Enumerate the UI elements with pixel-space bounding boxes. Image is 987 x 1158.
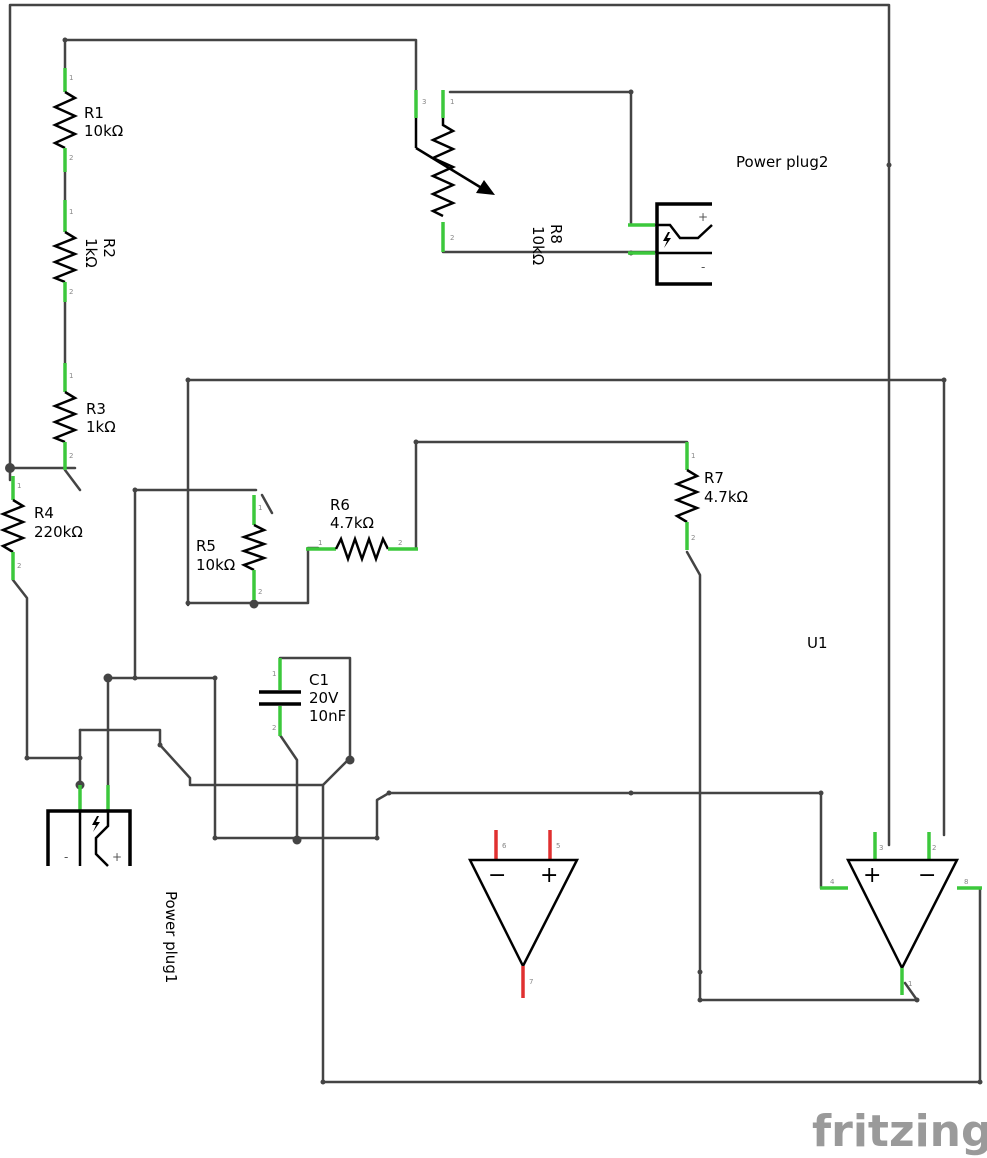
resistor-r2-name: R2: [100, 238, 118, 258]
resistor-r1-value: 10kΩ: [84, 122, 123, 140]
pin-number: 3: [422, 98, 426, 106]
pin-number: 8: [964, 878, 968, 886]
resistor-r6[interactable]: 1 2 R6 4.7kΩ: [306, 496, 418, 563]
pin-number: 2: [69, 288, 73, 296]
pin-number: 1: [318, 539, 322, 547]
potentiometer-r8[interactable]: 3 1 2 R8 10kΩ: [414, 90, 565, 265]
resistor-r4-value: 220kΩ: [34, 523, 83, 541]
plug2-plus-sign: +: [698, 210, 708, 224]
resistor-r4[interactable]: 1 2 R4 220kΩ: [0, 476, 83, 580]
capacitor-c1-voltage: 20V: [309, 689, 339, 707]
pin-number: 3: [879, 844, 883, 852]
plug2-minus-sign: -: [701, 260, 705, 274]
pin-number: 2: [258, 588, 262, 596]
pin-number: 7: [529, 978, 533, 986]
opamp-u1-b[interactable]: − + 6 5 7: [467, 830, 580, 998]
capacitor-c1-name: C1: [309, 671, 329, 689]
resistor-r3-value: 1kΩ: [86, 418, 116, 436]
resistor-r5-value: 10kΩ: [196, 556, 235, 574]
pin-number: 1: [908, 980, 912, 988]
power-plug2-name: Power plug2: [736, 153, 828, 171]
power-plug1-name: Power plug1: [162, 891, 180, 983]
pin-number: 2: [450, 234, 454, 242]
capacitor-c1-value: 10nF: [309, 707, 346, 725]
pin-number: 2: [69, 154, 73, 162]
pin-number: 2: [932, 844, 936, 852]
resistor-r7[interactable]: 1 2 R7 4.7kΩ: [673, 442, 748, 550]
resistor-r5-name: R5: [196, 537, 216, 555]
resistor-r1[interactable]: 1 2 R1 10kΩ: [51, 68, 123, 172]
resistor-r3-name: R3: [86, 400, 106, 418]
pin-number: 2: [691, 534, 695, 542]
resistor-r1-name: R1: [84, 104, 104, 122]
resistor-r6-value: 4.7kΩ: [330, 514, 374, 532]
capacitor-c1[interactable]: 1 2 C1 20V 10nF: [259, 658, 346, 736]
pin-number: 1: [691, 452, 695, 460]
power-plug2[interactable]: + - Power plug2: [628, 153, 828, 286]
pin-number: 2: [398, 539, 402, 547]
opamp-u1-a[interactable]: + − 3 2 4 8 1 U1: [807, 634, 982, 995]
pin-number: 6: [502, 842, 507, 850]
pin-number: 1: [69, 208, 73, 216]
wires: [8, 3, 982, 1084]
pin-number: 1: [258, 504, 262, 512]
potentiometer-r8-name: R8: [547, 224, 565, 244]
resistor-r5[interactable]: 1 2 R5 10kΩ: [196, 495, 268, 600]
pin-number: 2: [17, 562, 21, 570]
resistor-r2[interactable]: 1 2 R2 1kΩ: [51, 200, 118, 302]
pin-number: 5: [556, 842, 560, 850]
potentiometer-r8-value: 10kΩ: [529, 226, 547, 265]
fritzing-logo: fritzing: [812, 1106, 987, 1157]
resistor-r6-name: R6: [330, 496, 350, 514]
junctions: [5, 37, 983, 1085]
power-plug1[interactable]: + - Power plug1: [46, 785, 180, 983]
opamp-b-plus: +: [540, 863, 558, 888]
resistor-r2-value: 1kΩ: [82, 238, 100, 268]
resistor-r4-name: R4: [34, 504, 54, 522]
pin-number: 1: [17, 482, 21, 490]
plug1-plus-sign: +: [112, 850, 122, 864]
resistor-r7-value: 4.7kΩ: [704, 488, 748, 506]
pin-number: 1: [69, 372, 73, 380]
opamp-a-minus: −: [918, 863, 936, 888]
pin-number: 2: [69, 452, 73, 460]
opamp-b-minus: −: [488, 863, 506, 888]
opamp-a-plus: +: [863, 863, 881, 888]
opamp-u1-name: U1: [807, 634, 828, 652]
pin-number: 4: [830, 878, 835, 886]
pin-number: 1: [69, 74, 73, 82]
resistor-r7-name: R7: [704, 469, 724, 487]
pin-number: 2: [272, 724, 276, 732]
plug1-minus-sign: -: [64, 850, 68, 864]
pin-number: 1: [450, 98, 454, 106]
pin-number: 1: [272, 670, 276, 678]
resistor-r3[interactable]: 1 2 R3 1kΩ: [51, 363, 116, 470]
